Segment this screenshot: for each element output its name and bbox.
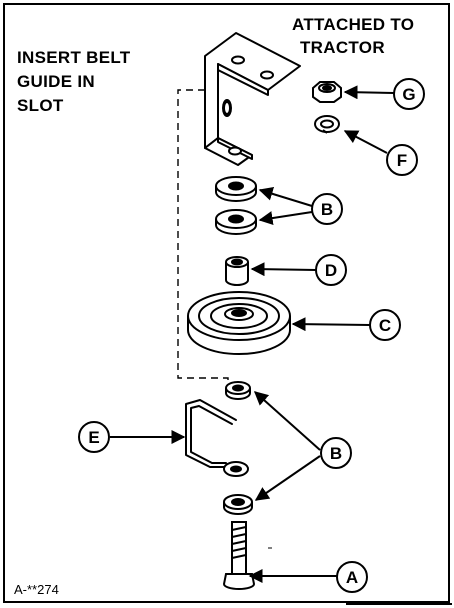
leader-arrows: [110, 85, 395, 583]
bracket-part: [204, 32, 301, 166]
spacer-part: [225, 256, 249, 286]
callout-A: A: [336, 561, 368, 593]
callout-F: F: [386, 144, 418, 176]
drawing-code: A-**274: [14, 582, 59, 597]
callout-G-letter: G: [402, 85, 415, 104]
diagram-frame: [3, 3, 450, 603]
tractor-label: TRACTOR: [300, 38, 385, 57]
insert-label-line3: SLOT: [17, 96, 64, 115]
callout-E-letter: E: [88, 428, 99, 447]
lower-washer-1: [225, 381, 251, 400]
assembly-dashed-line: [177, 89, 229, 385]
upper-washer-2: [215, 209, 257, 235]
lock-washer-part: [314, 115, 340, 134]
upper-washer-1: [215, 176, 257, 202]
callout-C-letter: C: [379, 316, 391, 335]
insert-belt-guide-label: INSERT BELT GUIDE IN SLOT: [17, 46, 177, 118]
callout-G: G: [393, 78, 425, 110]
callout-A-letter: A: [346, 568, 358, 587]
lower-washer-2: [223, 494, 253, 515]
insert-label-line2: GUIDE IN: [17, 72, 95, 91]
callout-E: E: [78, 421, 110, 453]
attached-to-label: ATTACHED TO: [292, 15, 415, 34]
pulley-part: [187, 291, 291, 355]
belt-guide-part: [185, 399, 249, 477]
callout-F-letter: F: [397, 151, 407, 170]
insert-label-line1: INSERT BELT: [17, 48, 131, 67]
callout-B-upper: B: [311, 193, 343, 225]
callout-B-lower-letter: B: [330, 444, 342, 463]
callout-D: D: [315, 254, 347, 286]
callout-B-lower: B: [320, 437, 352, 469]
callout-B-upper-letter: B: [321, 200, 333, 219]
bolt-part: [222, 521, 256, 590]
nut-part: [312, 81, 342, 103]
callout-D-letter: D: [325, 261, 337, 280]
callout-C: C: [369, 309, 401, 341]
